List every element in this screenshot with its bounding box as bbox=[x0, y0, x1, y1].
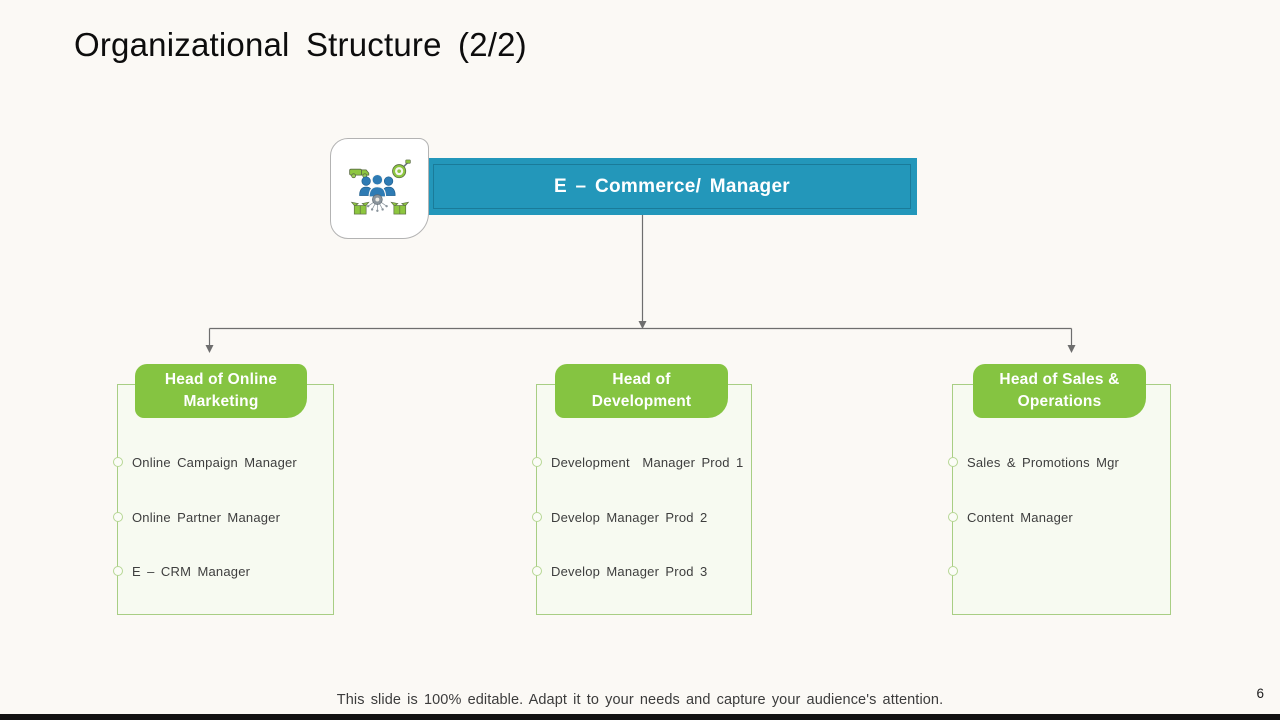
team-icon bbox=[358, 173, 396, 197]
page-number: 6 bbox=[1256, 686, 1264, 701]
box-development[interactable]: Development Manager Prod 1 Develop Manag… bbox=[532, 384, 752, 615]
bullet-circle-icon bbox=[532, 566, 542, 576]
gear-icon bbox=[366, 193, 388, 212]
header-label-line1: Head of Online bbox=[164, 371, 278, 388]
item-label: E – CRM Manager bbox=[132, 563, 251, 579]
list-item: Content Manager bbox=[948, 508, 1164, 526]
item-label: Content Manager bbox=[967, 509, 1073, 525]
team-target-logistics-icon bbox=[348, 159, 411, 214]
header-sales-operations[interactable]: Head of Sales & Operations bbox=[973, 364, 1146, 418]
bullet-circle-icon bbox=[948, 512, 958, 522]
bullet-circle-icon bbox=[113, 457, 123, 467]
item-label: Develop Manager Prod 2 bbox=[551, 509, 708, 525]
header-online-marketing[interactable]: Head of Online Marketing bbox=[135, 364, 307, 418]
list-item bbox=[948, 562, 1164, 580]
box-online-marketing[interactable]: Online Campaign Manager Online Partner M… bbox=[113, 384, 334, 615]
item-label: Online Campaign Manager bbox=[132, 454, 297, 470]
item-label: Development Manager Prod 1 bbox=[551, 454, 744, 470]
package-icon-left bbox=[350, 201, 370, 214]
bullet-circle-icon bbox=[532, 512, 542, 522]
root-node-inner-frame: E – Commerce/ Manager bbox=[433, 164, 911, 209]
target-icon bbox=[391, 159, 411, 178]
list-item: Develop Manager Prod 2 bbox=[532, 508, 745, 526]
bullet-circle-icon bbox=[113, 566, 123, 576]
item-label: Online Partner Manager bbox=[132, 509, 281, 525]
item-label: Develop Manager Prod 3 bbox=[551, 563, 708, 579]
truck-icon bbox=[348, 168, 369, 178]
header-label-line1: Head of Sales & bbox=[999, 371, 1120, 388]
header-label-line2: Development bbox=[591, 393, 692, 410]
list-item: Online Partner Manager bbox=[113, 508, 327, 526]
footer-note: This slide is 100% editable. Adapt it to… bbox=[336, 692, 944, 708]
package-icon-right bbox=[389, 201, 409, 214]
item-label: Sales & Promotions Mgr bbox=[967, 454, 1120, 470]
list-item: Sales & Promotions Mgr bbox=[948, 453, 1164, 471]
list-item: Online Campaign Manager bbox=[113, 453, 327, 471]
bullet-circle-icon bbox=[948, 457, 958, 467]
list-item: Development Manager Prod 1 bbox=[532, 453, 745, 471]
list-item: Develop Manager Prod 3 bbox=[532, 562, 745, 580]
bullet-circle-icon bbox=[113, 512, 123, 522]
bottom-bar bbox=[0, 714, 1280, 720]
list-item: E – CRM Manager bbox=[113, 562, 327, 580]
bullet-circle-icon bbox=[532, 457, 542, 467]
root-node[interactable]: E – Commerce/ Manager bbox=[427, 158, 917, 215]
root-node-label: E – Commerce/ Manager bbox=[554, 175, 790, 197]
header-label-line2: Operations bbox=[1017, 393, 1102, 410]
header-development[interactable]: Head of Development bbox=[555, 364, 728, 418]
bullet-circle-icon bbox=[948, 566, 958, 576]
header-label-line2: Marketing bbox=[183, 393, 259, 410]
root-icon-card bbox=[330, 138, 429, 239]
header-label-line1: Head of bbox=[612, 371, 671, 388]
box-sales-operations[interactable]: Sales & Promotions Mgr Content Manager bbox=[948, 384, 1171, 615]
page-title: Organizational Structure (2/2) bbox=[74, 26, 527, 63]
